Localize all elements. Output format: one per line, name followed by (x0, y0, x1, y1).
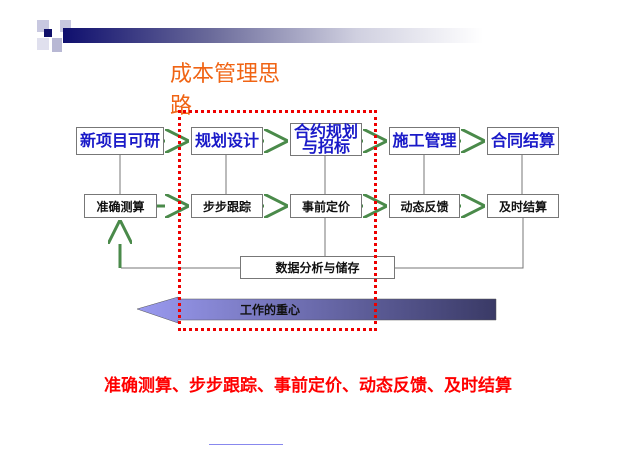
action-feedback: 动态反馈 (389, 194, 460, 218)
stage-feasibility: 新项目可研 (76, 127, 164, 155)
stage-construction: 施工管理 (389, 127, 460, 155)
focus-arrow-label: 工作的重心 (240, 303, 301, 317)
page-title: 成本管理思路 (170, 61, 281, 118)
summary-text: 准确测算、步步跟踪、事前定价、动态反馈、及时结算 (104, 376, 512, 395)
connector-lines (119, 154, 524, 269)
header-square (37, 38, 49, 50)
action-track: 步步跟踪 (191, 194, 263, 218)
header-square (60, 20, 71, 32)
action-settle: 及时结算 (487, 194, 559, 218)
stage-design: 规划设计 (191, 127, 263, 155)
flow-arrows (120, 141, 482, 268)
header-gradient-bar (63, 28, 483, 43)
stage3-line2: 与招标 (301, 138, 350, 156)
highlight-dotted-box (178, 110, 377, 331)
action-pricing: 事前定价 (290, 194, 362, 218)
stage-contract-planning: 合约规划 与招标 (290, 123, 362, 156)
footer-line (209, 444, 283, 445)
data-analysis-box: 数据分析与储存 (240, 256, 395, 279)
header-square (44, 29, 52, 37)
header-square (52, 38, 62, 52)
action-estimate: 准确测算 (84, 194, 157, 218)
stage-settlement: 合同结算 (487, 127, 559, 155)
stage3-line1: 合约规划 (293, 123, 358, 141)
